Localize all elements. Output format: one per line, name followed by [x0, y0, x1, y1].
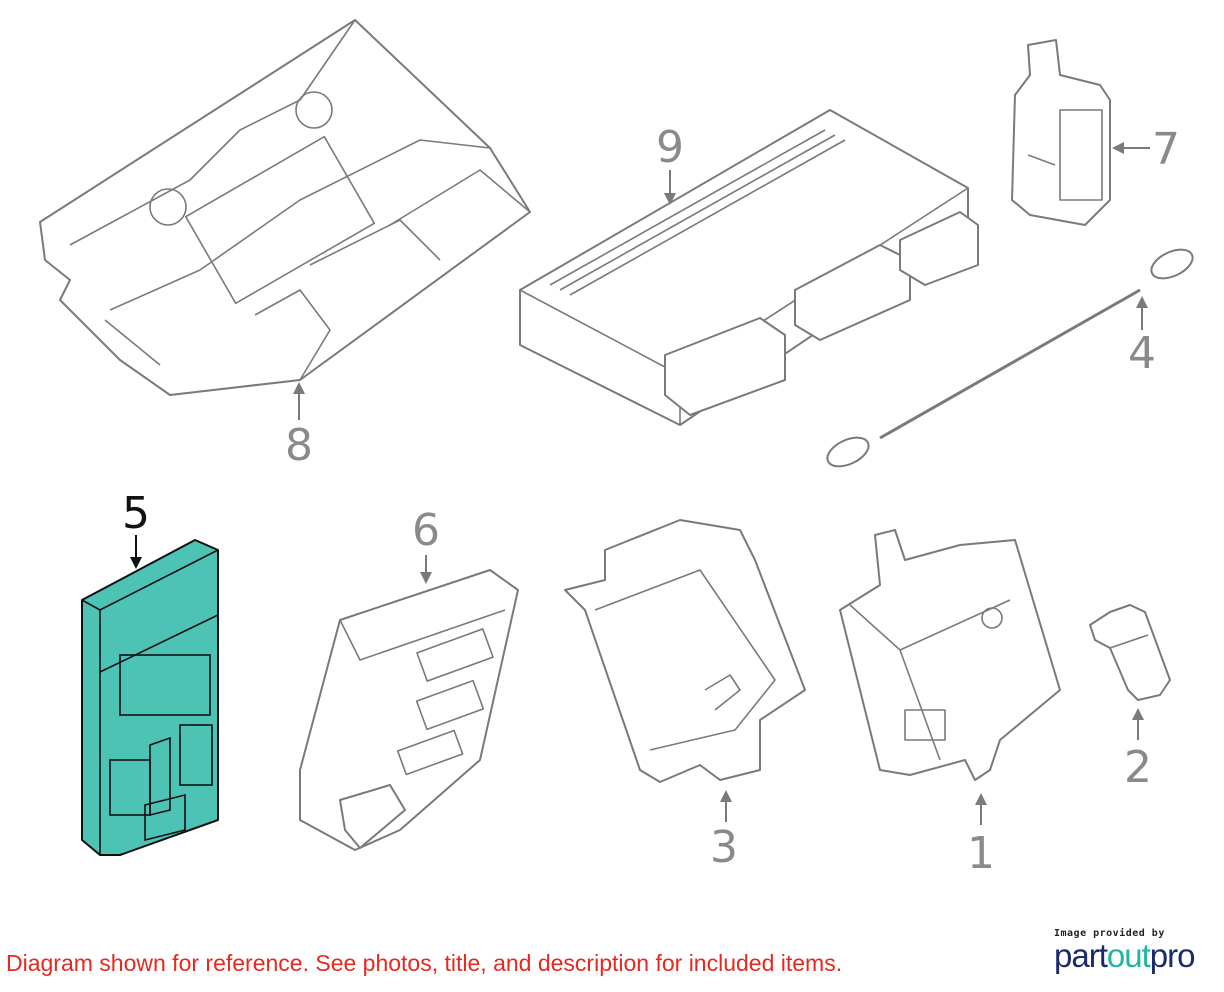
callout-3[interactable]: 3: [710, 822, 738, 873]
part-8[interactable]: [39, 19, 531, 396]
part-1[interactable]: [839, 529, 1061, 781]
logo-pro: pro: [1149, 937, 1196, 974]
part-9[interactable]: [519, 109, 979, 426]
callout-arrow-3: [720, 790, 732, 822]
disclaimer-text: Diagram shown for reference. See photos,…: [6, 950, 843, 976]
callout-arrow-6: [420, 555, 432, 584]
callout-5[interactable]: 5: [122, 488, 150, 539]
callout-arrow-4: [1136, 296, 1148, 330]
callout-9[interactable]: 9: [656, 122, 684, 173]
callout-arrow-1: [975, 793, 987, 825]
callout-1[interactable]: 1: [967, 828, 995, 879]
part-2[interactable]: [1089, 604, 1171, 701]
part-5-highlighted[interactable]: [81, 539, 219, 856]
callout-7[interactable]: 7: [1152, 124, 1180, 175]
callout-arrow-2: [1132, 708, 1144, 740]
callout-6[interactable]: 6: [412, 505, 440, 556]
logo-wordmark: partoutpro: [1054, 939, 1214, 973]
callout-arrow-7: [1112, 142, 1150, 154]
callout-8[interactable]: 8: [285, 420, 313, 471]
callout-arrow-8: [293, 382, 305, 420]
callout-arrow-9: [664, 170, 676, 205]
part-3[interactable]: [564, 519, 806, 783]
logo-caption: Image provided by: [1054, 928, 1165, 939]
callout-arrow-5: [130, 535, 142, 569]
part-7[interactable]: [1011, 39, 1111, 226]
callout-2[interactable]: 2: [1124, 742, 1152, 793]
part-4[interactable]: [823, 244, 1197, 472]
callout-4[interactable]: 4: [1128, 328, 1156, 379]
logo-out: out: [1106, 937, 1151, 974]
partoutpro-logo: Image provided by partoutpro: [1054, 928, 1214, 973]
part-6[interactable]: [299, 569, 519, 851]
logo-part: part: [1054, 937, 1108, 974]
